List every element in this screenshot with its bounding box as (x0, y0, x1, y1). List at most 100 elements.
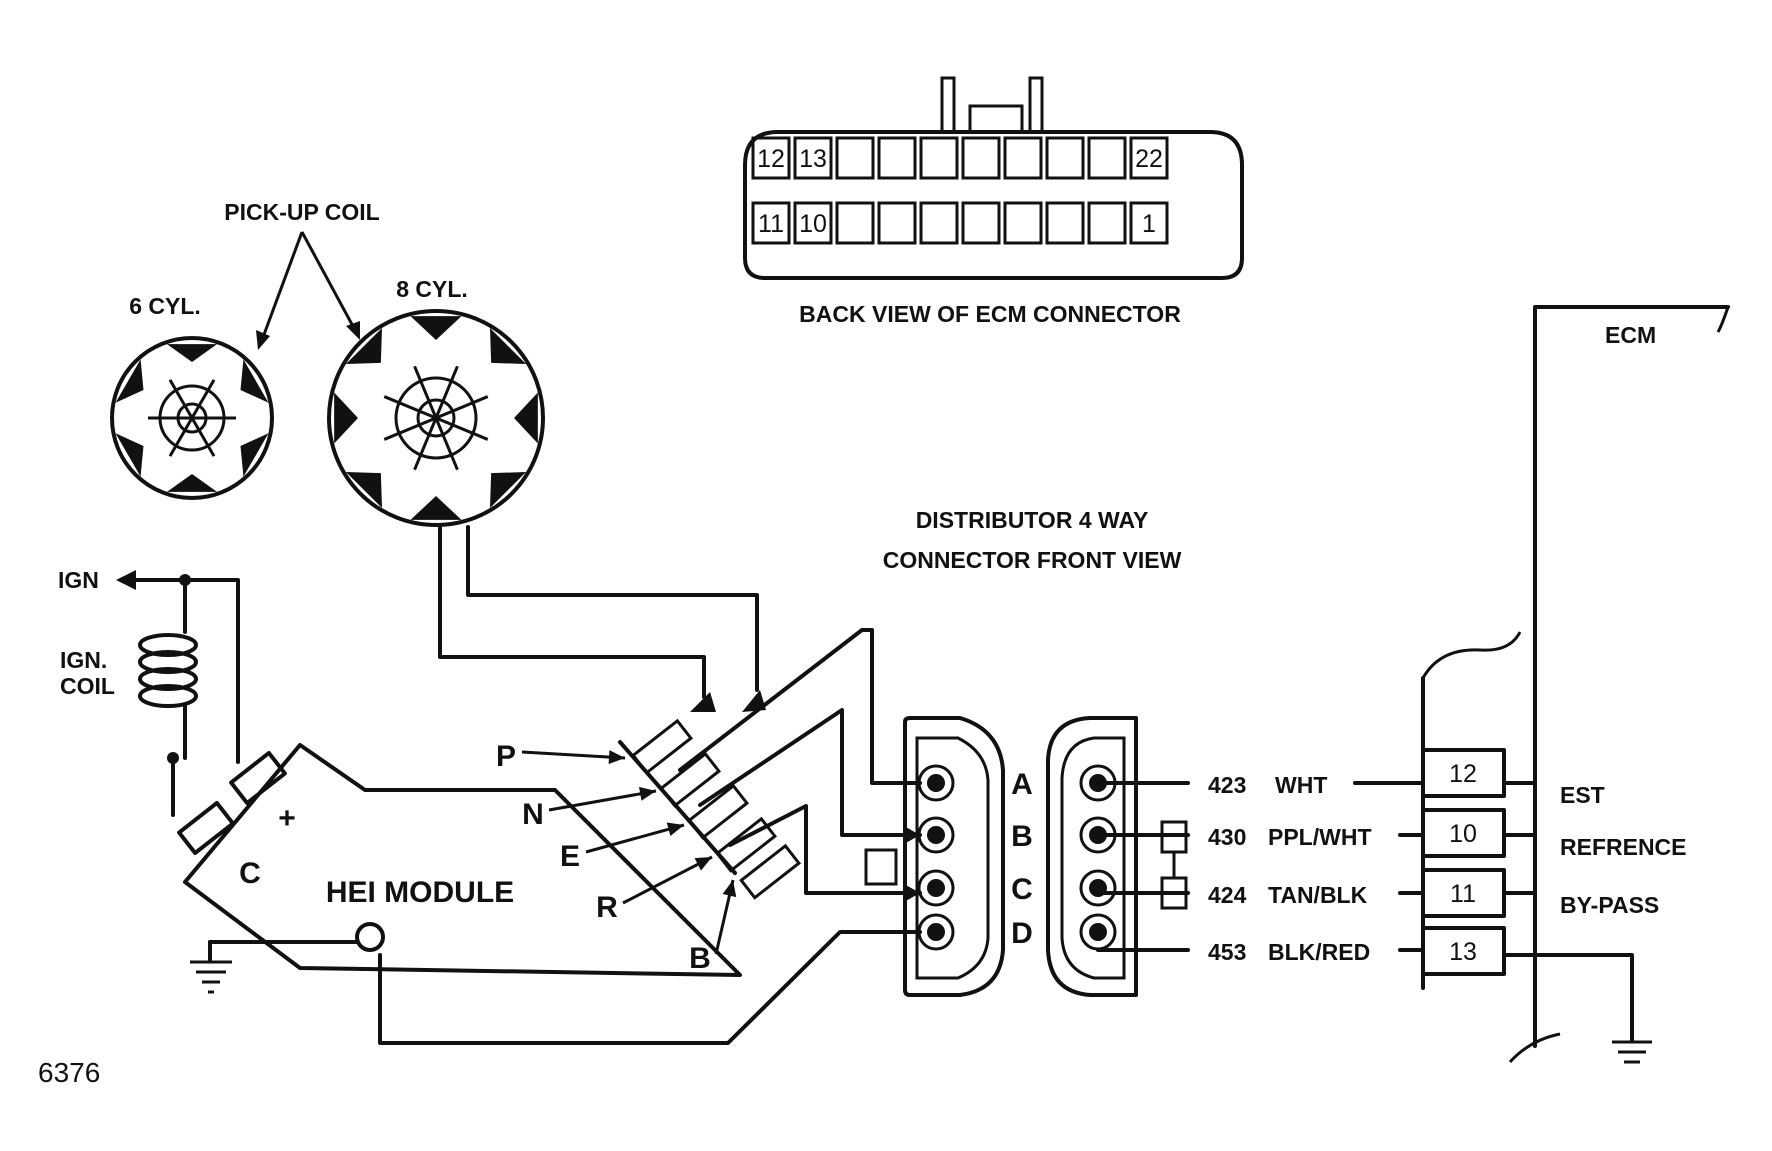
ecm-cavity-number: 11 (758, 210, 784, 238)
pickup-tooth (345, 327, 383, 365)
ecm-cavity (1087, 136, 1127, 180)
pickup-tooth (489, 327, 527, 365)
pickup-spoke (383, 395, 437, 420)
pickup-spoke (413, 365, 438, 419)
ecm-cavity (961, 201, 1001, 245)
hei-terminal (631, 718, 694, 775)
connector-pin-socket (917, 913, 955, 951)
ecm-connector-title: BACK VIEW OF ECM CONNECTOR (799, 301, 1181, 327)
ecm-connector-bottom-row: 11 10 1 (751, 201, 1169, 245)
distributor-connector-title-line1: DISTRIBUTOR 4 WAY (916, 507, 1149, 533)
connector-pin-label: B (1011, 820, 1033, 853)
circuit-number: 430 (1208, 824, 1246, 850)
ecm-cavity (919, 201, 959, 245)
pickup-tooth (115, 359, 144, 403)
ecm-cavity (877, 136, 917, 180)
wire-color: TAN/BLK (1268, 882, 1368, 908)
ecm-cavity (1129, 136, 1169, 180)
ecm-pin-number: 13 (1449, 938, 1477, 966)
pickup-spoke (435, 416, 489, 441)
pickup-tooth (410, 316, 462, 340)
connector-pin (927, 774, 945, 792)
ecm-cavity-number: 12 (757, 145, 785, 173)
connector-pin-socket (917, 764, 955, 802)
connector-pin-socket (1079, 869, 1117, 907)
ecm-circuit-function: REFRENCE (1560, 834, 1687, 860)
ign-coil-label-line2: COIL (60, 673, 115, 699)
ign-coil-symbol (138, 633, 198, 708)
pickup-spoke (435, 395, 489, 420)
ecm-cavity-number: 22 (1135, 145, 1163, 173)
hei-terminal-arrowhead (608, 750, 625, 765)
ecm-cavity-number: 1 (1142, 210, 1156, 238)
ecm-cavity-number: 10 (799, 210, 827, 238)
pickup-spoke (434, 417, 459, 471)
pickup-coil-title: PICK-UP COIL (224, 199, 379, 225)
ecm-outline: ECM (1421, 305, 1730, 1064)
pickup-spoke (434, 365, 459, 419)
ecm-cavity (919, 136, 959, 180)
eight-cyl-pickup-wheel (327, 309, 545, 527)
ecm-cavity (1045, 136, 1085, 180)
connector-pin-label: C (1011, 873, 1033, 906)
pickup-tooth (345, 471, 383, 509)
connector-pin-socket (917, 869, 955, 907)
hei-terminal-arrowhead (694, 857, 712, 871)
pickup-spoke (168, 417, 194, 457)
hei-terminal-label: R (596, 891, 618, 924)
ecm-cavity (877, 201, 917, 245)
pickup-tooth (240, 359, 269, 403)
hei-terminal-label: B (689, 942, 711, 975)
hei-terminal-arrowhead (722, 880, 737, 898)
ign-label: IGN (58, 567, 99, 593)
pickup-tooth (240, 433, 269, 477)
wire-color: WHT (1275, 772, 1327, 798)
hei-c-terminal-label: C (239, 857, 261, 890)
ecm-pin-number: 12 (1449, 760, 1477, 788)
pickup-tooth (166, 474, 218, 492)
hei-terminal-label: E (560, 840, 580, 873)
connector-pin (927, 879, 945, 897)
ecm-pin-number: 10 (1449, 820, 1477, 848)
distributor-4-way-connector: DISTRIBUTOR 4 WAY CONNECTOR FRONT VIEW A… (864, 507, 1182, 997)
figure-id: 6376 (38, 1057, 100, 1088)
six-cyl-label: 6 CYL. (129, 293, 201, 319)
hei-terminal-pointer (521, 750, 626, 760)
ecm-cavity (1003, 136, 1043, 180)
hei-terminal (659, 751, 722, 808)
connector-pin (927, 826, 945, 844)
ecm-cavity (1045, 201, 1085, 245)
hei-plus-sign: + (278, 802, 296, 835)
ign-coil-label-line1: IGN. (60, 647, 107, 673)
ecm-cavity (793, 201, 833, 245)
ecm-cavity-number: 13 (799, 145, 827, 173)
pickup-tooth (410, 496, 462, 520)
connector-pin (1089, 923, 1107, 941)
ecm-cavity (751, 136, 791, 180)
distributor-connector-title-line2: CONNECTOR FRONT VIEW (883, 547, 1182, 573)
hei-terminal-pointer (548, 789, 657, 812)
ecm-connector-top-row: 12 13 22 (751, 136, 1169, 180)
wire-color: PPL/WHT (1268, 824, 1372, 850)
hei-terminal (687, 783, 750, 840)
hei-terminal-arrowhead (639, 786, 656, 801)
ecm-cavity (835, 201, 875, 245)
pickup-spoke (190, 379, 216, 419)
hei-module-title: HEI MODULE (326, 876, 514, 909)
hei-terminal-label: N (522, 798, 544, 831)
connector-pin-label: D (1011, 917, 1033, 950)
pickup-tooth (489, 471, 527, 509)
hei-terminal-label: P (496, 740, 516, 773)
pickup-coil: PICK-UP COIL 6 CYL. 8 CYL. (110, 199, 545, 527)
pickup-spoke (383, 416, 437, 441)
ecm-cavity (1087, 201, 1127, 245)
ecm-circuit-function: BY-PASS (1560, 892, 1659, 918)
connector-pin (927, 923, 945, 941)
ecm-cavity (835, 136, 875, 180)
